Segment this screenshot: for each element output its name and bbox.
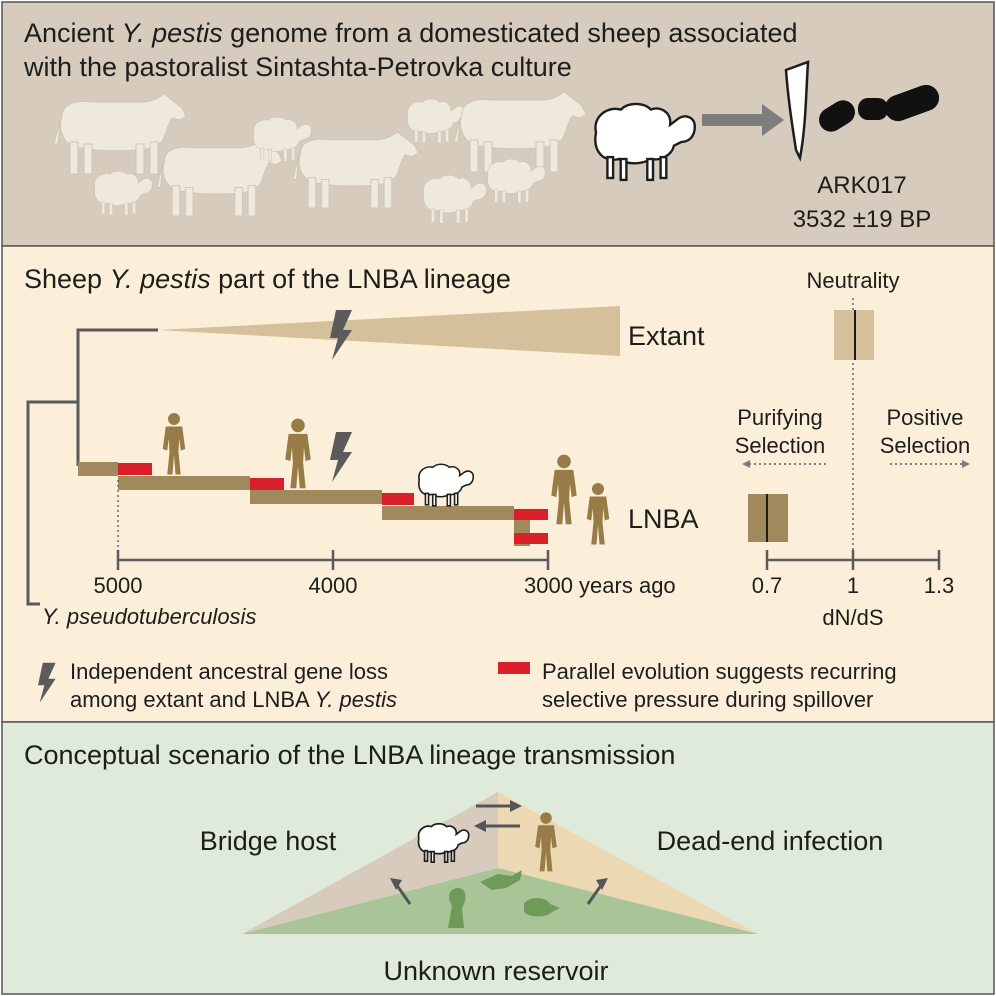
reservoir-region: [242, 868, 758, 934]
arrow-head-icon: [390, 878, 402, 890]
arrow-head-icon: [474, 820, 486, 832]
marmot-icon: [448, 888, 466, 928]
positive-label: Positive: [886, 405, 963, 430]
arrow-head-icon: [762, 104, 784, 136]
bridge-host-label: Bridge host: [200, 826, 337, 856]
legend-gene-loss: among extant and LNBA Y. pestis: [70, 687, 397, 712]
panel1-title-line1: Ancient Y. pestis genome from a domestic…: [24, 18, 797, 48]
legend-parallel: Parallel evolution suggests recurring: [542, 659, 897, 684]
purifying-label: Purifying: [737, 405, 823, 430]
time-tick-label: 4000: [309, 573, 358, 598]
lnba-lineage-steps: [78, 462, 530, 546]
phylogeny-backbone: [26, 328, 158, 606]
dnds-tick-label: 1.3: [924, 573, 955, 598]
time-tick-label: 5000: [94, 573, 143, 598]
parallel-evolution-markers: [118, 463, 548, 544]
outgroup-label: Y. pseudotuberculosis: [42, 604, 256, 629]
extant-lineage-wedge: [158, 306, 620, 356]
exchange-arrows: [476, 804, 520, 828]
panel2-title: Sheep Y. pestis part of the LNBA lineage: [24, 264, 511, 294]
purifying-label: Selection: [735, 433, 826, 458]
legend-parallel: selective pressure during spillover: [542, 687, 873, 712]
sample-date: 3532 ±19 BP: [793, 206, 932, 233]
extant-label: Extant: [628, 321, 705, 351]
dead-end-label: Dead-end infection: [657, 826, 884, 856]
bone-icon: [784, 60, 810, 162]
reservoir-to-host-arrows: [394, 883, 604, 905]
dead-end-region: [498, 792, 758, 934]
dnds-tick-label: 1: [847, 573, 859, 598]
lnba-label: LNBA: [628, 504, 699, 534]
time-axis-ticks: [116, 550, 550, 570]
bone-fragments-icon: [819, 84, 940, 132]
panel1-title-line2: with the pastoralist Sintashta-Petrovka …: [23, 52, 572, 82]
positive-label: Selection: [880, 433, 971, 458]
legend-gene-loss: Independent ancestral gene loss: [70, 659, 388, 684]
neutrality-label: Neutrality: [807, 268, 900, 293]
dnds-tick-label: 0.7: [752, 573, 783, 598]
panel3-title: Conceptual scenario of the LNBA lineage …: [24, 740, 675, 770]
reservoir-animals: [448, 870, 560, 928]
dnds-axis-ticks: [765, 550, 941, 570]
arrow-head-icon: [596, 878, 608, 890]
rodent-icon: [524, 898, 560, 917]
sample-id: ARK017: [817, 172, 906, 199]
reservoir-label: Unknown reservoir: [383, 956, 608, 986]
arrow-head-icon: [510, 800, 522, 812]
time-tick-label: 3000 years ago: [524, 573, 676, 598]
dnds-axis-label: dN/dS: [822, 605, 883, 630]
bird-icon: [480, 870, 522, 890]
legend-red-marker: [498, 662, 530, 674]
